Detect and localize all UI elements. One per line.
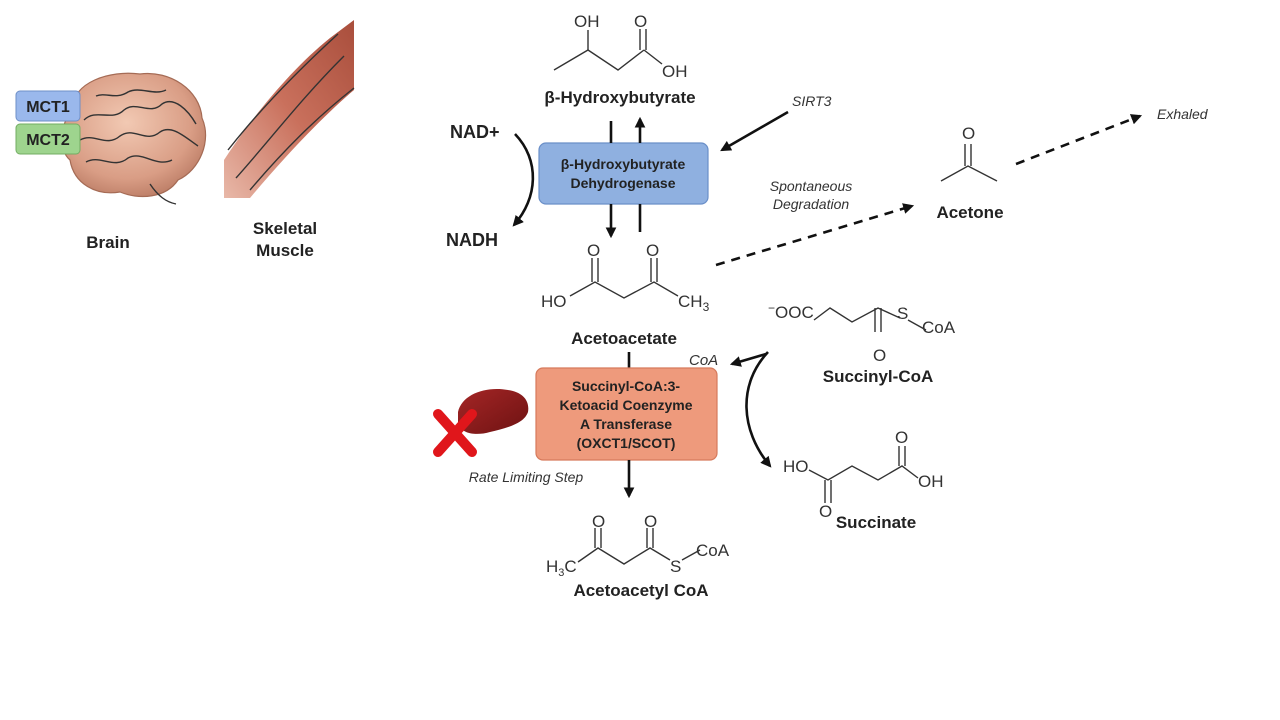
bdh-line2: Dehydrogenase <box>570 175 675 191</box>
spontaneous-line2: Degradation <box>773 196 849 212</box>
succ-coa-atom: CoA <box>922 318 956 337</box>
scot-line4: (OXCT1/SCOT) <box>577 435 676 451</box>
skeletal-muscle-illustration <box>224 20 355 198</box>
acetone-to-exhaled-arrow <box>1015 114 1143 166</box>
bdh-line1: β-Hydroxybutyrate <box>561 156 686 172</box>
bhb-structure: OH O OH <box>553 12 688 81</box>
nad-label: NAD+ <box>450 122 500 142</box>
acac-h3c-atom: H3C <box>546 557 577 579</box>
succinate-o2-atom: O <box>895 428 908 447</box>
brain-illustration <box>61 72 207 205</box>
succ-o-atom: O <box>873 346 886 365</box>
succinyl-coa-structure: −OOC O S CoA <box>768 301 956 365</box>
acetone-label: Acetone <box>936 203 1003 222</box>
acetone-structure: O <box>940 124 998 182</box>
bhb-acid-oh-atom: OH <box>662 62 688 81</box>
aca-o2-atom: O <box>646 241 659 260</box>
succ-minus-atom: −OOC <box>768 301 814 322</box>
bhb-oh-atom: OH <box>574 12 600 31</box>
skeletal-label-line1: Skeletal <box>253 219 317 238</box>
mct1-label: MCT1 <box>26 99 70 116</box>
succinate-oh-atom: OH <box>918 472 944 491</box>
succinyl-coa-label: Succinyl-CoA <box>823 367 934 386</box>
brain-label: Brain <box>86 233 129 252</box>
sirt3-label: SIRT3 <box>792 93 832 109</box>
succinate-o1-atom: O <box>819 502 832 521</box>
acetoacetate-label: Acetoacetate <box>571 329 677 348</box>
scot-line3: A Transferase <box>580 416 672 432</box>
aca-o1-atom: O <box>587 241 600 260</box>
scot-enzyme-box: Succinyl-CoA:3- Ketoacid Coenzyme A Tran… <box>535 367 718 461</box>
acetone-o-atom: O <box>962 124 975 143</box>
acetoacetate-to-acetone-arrow <box>715 203 915 267</box>
succ-s-atom: S <box>897 304 908 323</box>
spontaneous-line1: Spontaneous <box>770 178 853 194</box>
aca-ho-atom: HO <box>541 292 567 311</box>
scot-line1: Succinyl-CoA:3- <box>572 378 680 394</box>
exhaled-label: Exhaled <box>1157 106 1209 122</box>
acac-o2-atom: O <box>644 512 657 531</box>
red-x-icon <box>433 409 477 457</box>
aca-ch3-atom: CH3 <box>678 292 710 314</box>
bhb-label: β-Hydroxybutyrate <box>544 88 695 107</box>
bdh-enzyme-box: β-Hydroxybutyrate Dehydrogenase <box>538 142 709 205</box>
succinate-ho-atom: HO <box>783 457 809 476</box>
succinyl-coa-to-succinate-arrow <box>745 351 772 468</box>
acetoacetate-structure: O O HO CH3 <box>541 241 710 314</box>
mct2-badge: MCT2 <box>15 123 81 155</box>
acac-o1-atom: O <box>592 512 605 531</box>
acetoacetyl-coa-structure: O O H3C S CoA <box>546 512 730 579</box>
scot-line2: Ketoacid Coenzyme <box>559 397 692 413</box>
succinate-label: Succinate <box>836 513 916 532</box>
rate-limiting-label: Rate Limiting Step <box>469 469 584 485</box>
acac-s-atom: S <box>670 557 681 576</box>
acac-coa-atom: CoA <box>696 541 730 560</box>
nad-to-nadh-arrow <box>512 133 535 227</box>
nadh-label: NADH <box>446 230 498 250</box>
coa-label: CoA <box>689 352 718 369</box>
liver-icon <box>458 388 529 434</box>
succinate-structure: HO O O OH <box>783 428 944 521</box>
sirt3-arrow <box>720 110 789 152</box>
mct1-badge: MCT1 <box>15 90 81 122</box>
bhb-carbonyl-o-atom: O <box>634 12 647 31</box>
acetoacetyl-coa-label: Acetoacetyl CoA <box>573 581 708 600</box>
mct2-label: MCT2 <box>26 132 70 149</box>
coa-release-arrow <box>729 352 767 367</box>
skeletal-label-line2: Muscle <box>256 241 314 260</box>
